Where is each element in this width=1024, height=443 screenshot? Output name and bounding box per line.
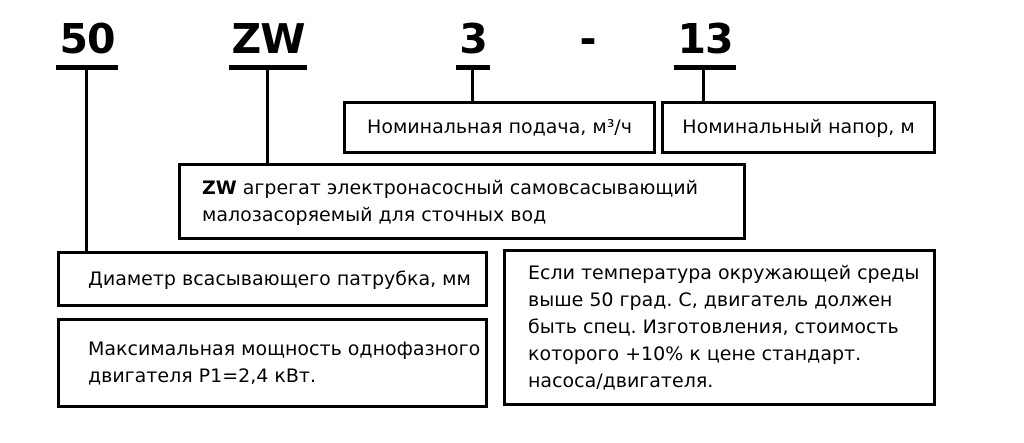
- callout-series-description: ZW агрегат электронасосный самовсасывающ…: [178, 163, 746, 240]
- callout-max-power: Максимальная мощность однофазного двигат…: [57, 318, 488, 408]
- code-flow-value: 3: [456, 19, 490, 70]
- nominal-head-label: Номинальный напор, м: [682, 116, 915, 138]
- temperature-note-line1: Если температура окружающей среды: [528, 262, 920, 284]
- connector-line-diameter: [85, 68, 88, 252]
- code-series-value: ZW: [229, 19, 307, 70]
- series-description-line2: малозасоряемый для сточных вод: [202, 203, 547, 226]
- callout-suction-diameter: Диаметр всасывающего патрубка, мм: [57, 251, 488, 307]
- connector-line-flow: [471, 68, 474, 104]
- suction-diameter-label: Диаметр всасывающего патрубка, мм: [88, 267, 471, 290]
- code-diameter-value: 50: [56, 19, 118, 70]
- connector-line-series: [266, 68, 269, 165]
- nominal-supply-label: Номинальная подача, м³/ч: [367, 116, 632, 138]
- max-power-line2: двигателя P1=2,4 кВт.: [88, 365, 317, 387]
- series-code-bold: ZW: [202, 176, 237, 199]
- code-head-value: 13: [674, 19, 736, 70]
- callout-nominal-head: Номинальный напор, м: [661, 101, 936, 154]
- temperature-note-line4: которого +10% к цене стандарт.: [528, 343, 862, 365]
- callout-temperature-note: Если температура окружающей среды выше 5…: [503, 249, 936, 406]
- series-description-line1: ZW агрегат электронасосный самовсасывающ…: [202, 175, 743, 202]
- connector-line-head: [702, 68, 705, 103]
- code-separator: -: [579, 15, 597, 63]
- temperature-note-line5: насоса/двигателя.: [528, 370, 714, 392]
- callout-nominal-supply: Номинальная подача, м³/ч: [343, 101, 656, 154]
- max-power-line1: Максимальная мощность однофазного: [88, 338, 481, 360]
- series-description-line1-rest: агрегат электронасосный самовсасывающий: [236, 176, 698, 199]
- temperature-note-line3: быть спец. Изготовления, стоимость: [528, 316, 899, 338]
- temperature-note-line2: выше 50 град. С, двигатель должен: [528, 289, 893, 311]
